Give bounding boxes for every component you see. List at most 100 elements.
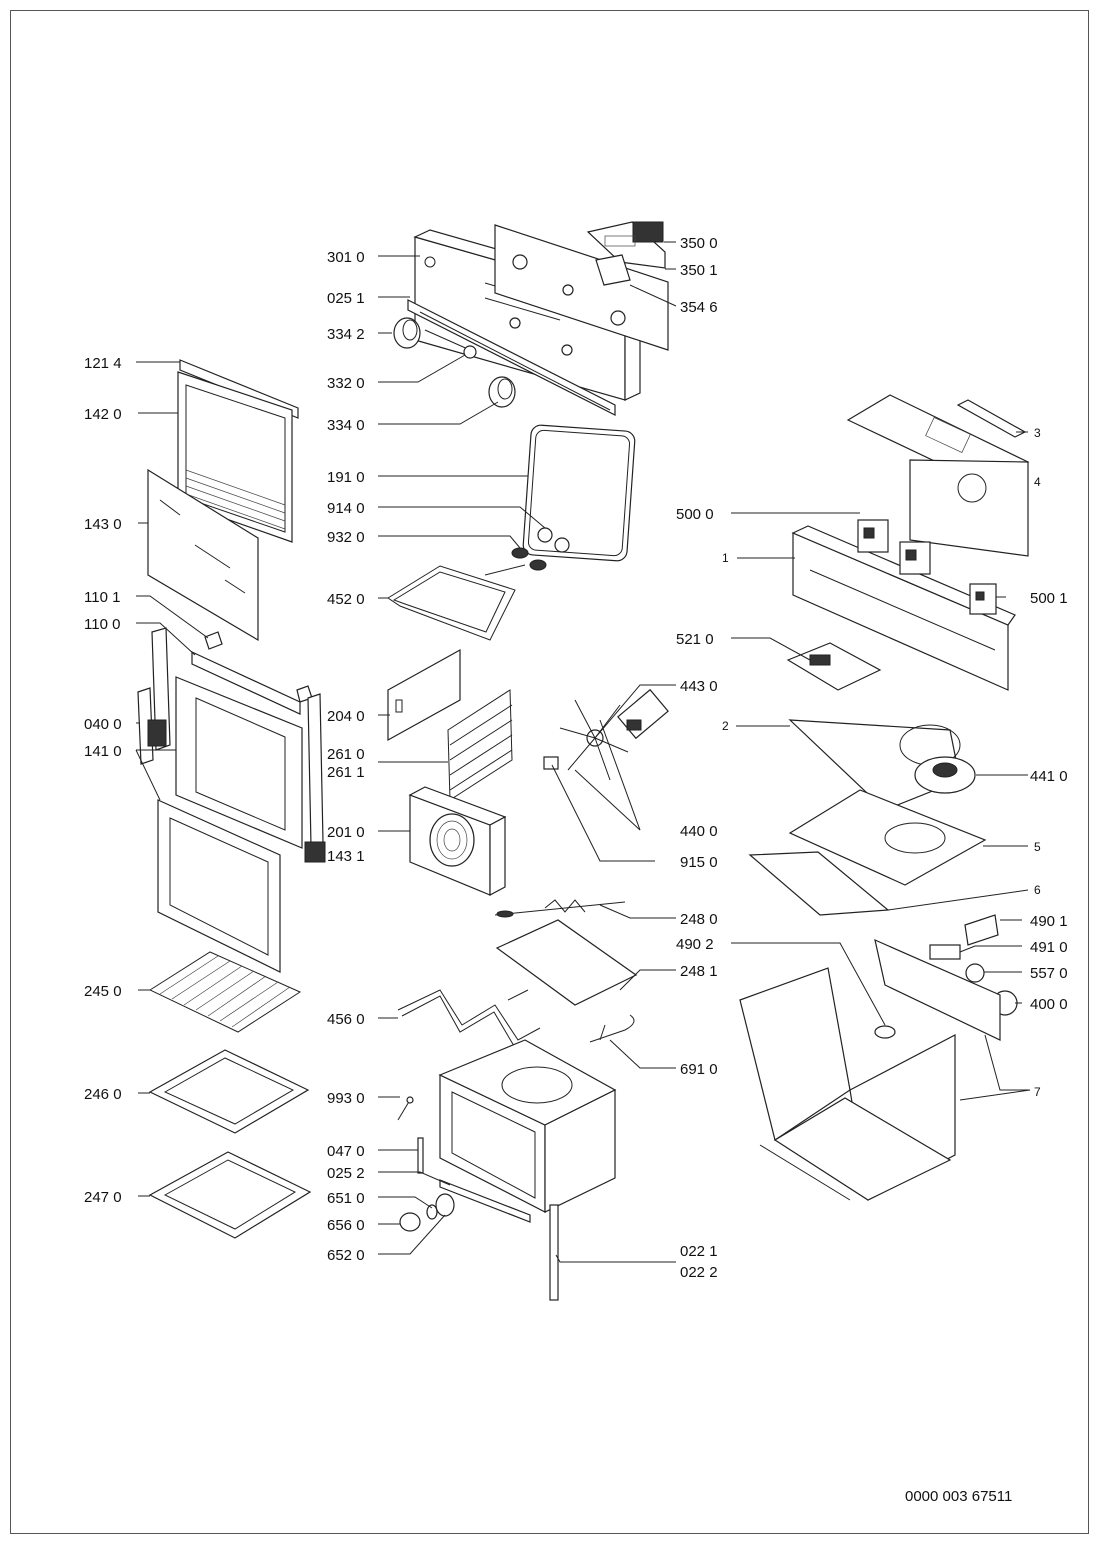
label-656-0: 656 0 [327,1217,365,1234]
label-2: 2 [722,719,729,733]
cooling-fan [914,756,976,794]
panel-frame-strip [407,299,616,416]
label-025-1: 025 1 [327,290,365,307]
door-stop [304,841,326,863]
glass-clip [204,631,313,703]
label-993-0: 993 0 [327,1090,365,1107]
label-248-1: 248 1 [680,963,718,980]
drip-cover [495,919,638,1006]
door-hinge-left [137,627,171,765]
side-rack [447,689,513,801]
door-hinge-right [307,693,324,847]
label-350-0: 350 0 [680,235,718,252]
casing-ring [874,1025,896,1039]
label-500-0: 500 0 [676,506,714,523]
bottom-heating-element [397,989,541,1047]
label-651-0: 651 0 [327,1190,365,1207]
lamp-cover [964,914,999,946]
intermediate-glass [147,468,259,642]
door-gasket [522,424,636,562]
outer-casing [739,938,1001,1201]
top-heating-element [387,564,526,641]
label-204-0: 204 0 [327,708,365,725]
label-143-0: 143 0 [84,516,122,533]
label-191-0: 191 0 [327,469,365,486]
label-500-1: 500 1 [1030,590,1068,607]
label-143-1: 143 1 [327,848,365,865]
label-652-0: 652 0 [327,1247,365,1264]
leader-lines [135,241,1031,1263]
lamp-holder [511,527,570,571]
label-490-2: 490 2 [676,936,714,953]
inner-door-glass [177,371,293,543]
oven-cavity [438,1039,617,1213]
label-334-2: 334 2 [327,326,365,343]
label-261-0: 261 0 [327,746,365,763]
rail-small [417,1137,424,1174]
label-915-0: 915 0 [680,854,718,871]
switch-module-b [969,583,997,615]
rotisserie-spit [494,899,626,918]
label-142-0: 142 0 [84,406,122,423]
label-491-0: 491 0 [1030,939,1068,956]
label-1: 1 [722,551,729,565]
fan-nut [543,756,559,770]
side-rail [549,1204,559,1301]
label-350-1: 350 1 [680,262,718,279]
baking-tray [148,1049,310,1134]
spit-support [589,1014,635,1043]
bottom-frame-strip [439,1179,531,1223]
terminal-block [929,944,961,960]
fan-cover [408,786,507,896]
label-5: 5 [1034,840,1041,854]
top-cover-assembly [846,394,1030,557]
label-456-0: 456 0 [327,1011,365,1028]
label-914-0: 914 0 [327,500,365,517]
switch-module-a [857,519,931,575]
thermostat-knob [399,1193,455,1232]
electronic-module [586,221,666,286]
label-490-1: 490 1 [1030,913,1068,930]
label-110-1: 110 1 [84,589,120,606]
label-245-0: 245 0 [84,983,122,1000]
thermal-shield [788,789,987,886]
document-number: 0000 003 67511 [905,1488,1013,1505]
roasting-tray [148,1151,312,1239]
label-4: 4 [1034,475,1041,489]
label-7: 7 [1034,1085,1041,1099]
label-141-0: 141 0 [84,743,122,760]
label-022-1: 022 1 [680,1243,718,1260]
label-557-0: 557 0 [1030,965,1068,982]
label-110-0: 110 0 [84,616,120,633]
fan-motor [617,688,669,740]
knob-left [393,317,421,349]
door-bottom-profile [191,651,301,715]
thermostat [965,963,985,983]
wire-shelf [148,951,302,1033]
top-bracket [956,399,1027,438]
label-332-0: 332 0 [327,375,365,392]
label-691-0: 691 0 [680,1061,718,1078]
label-248-0: 248 0 [680,911,718,928]
label-440-0: 440 0 [680,823,718,840]
label-6: 6 [1034,883,1041,897]
control-board [786,642,882,691]
label-261-1: 261 1 [327,764,365,781]
label-932-0: 932 0 [327,529,365,546]
label-441-0: 441 0 [1030,768,1068,785]
label-443-0: 443 0 [680,678,718,695]
label-040-0: 040 0 [84,716,122,733]
label-301-0: 301 0 [327,249,365,266]
label-022-2: 022 2 [680,1264,718,1281]
label-521-0: 521 0 [676,631,714,648]
outer-door-frame [175,676,303,849]
label-400-0: 400 0 [1030,996,1068,1013]
part-labels: 301 0 025 1 334 2 332 0 334 0 350 0 350 … [84,235,1068,1281]
drawing-frame [10,10,1089,1534]
label-025-2: 025 2 [327,1165,365,1182]
knob-right [488,376,516,408]
label-246-0: 246 0 [84,1086,122,1103]
label-121-4: 121 4 [84,355,122,372]
label-452-0: 452 0 [327,591,365,608]
front-panel-frame [791,525,1016,691]
